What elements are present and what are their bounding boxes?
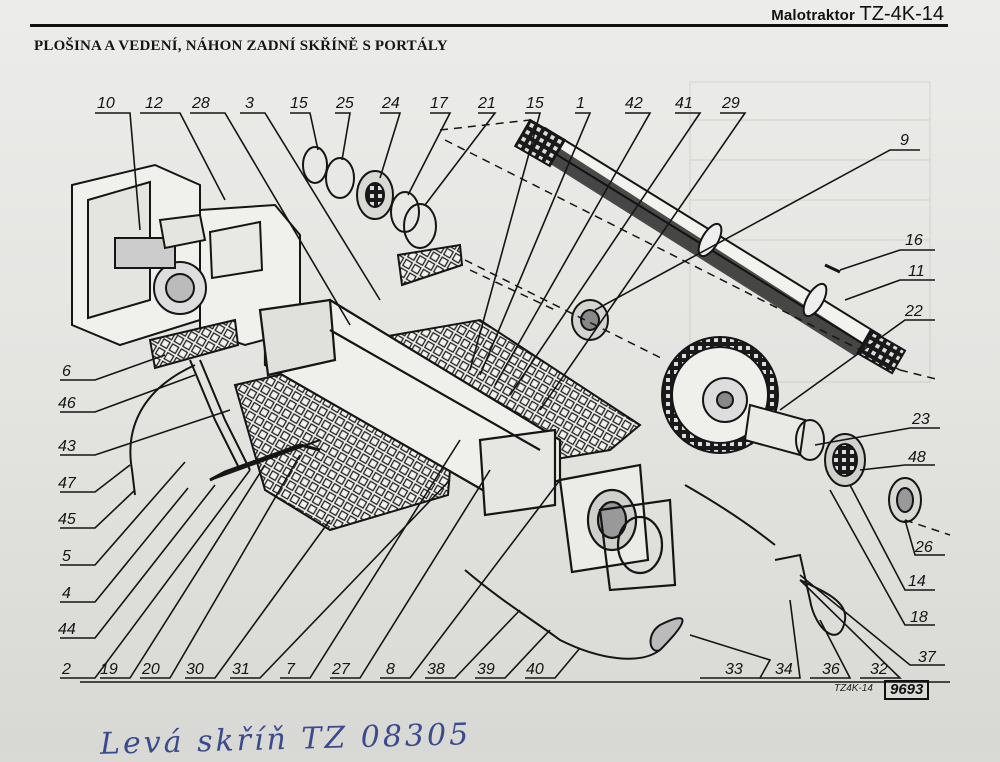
callouts-bottom: 19 20 30 31 7 27 8 38 39 40 33 34 36 32: [100, 661, 888, 678]
callout-6: 6: [62, 363, 71, 380]
callout-18: 18: [910, 609, 928, 626]
callout-11: 11: [908, 263, 925, 280]
cables: [129, 364, 847, 660]
callout-22: 22: [904, 303, 923, 320]
callout-20: 20: [141, 661, 160, 678]
callout-4: 4: [62, 585, 71, 602]
callout-39: 39: [477, 661, 495, 678]
callout-48: 48: [908, 449, 926, 466]
callout-5: 5: [62, 548, 71, 565]
callout-34: 34: [775, 661, 793, 678]
header-rule: [30, 24, 948, 27]
header-brand: Malotraktor TZ-4K-14: [771, 3, 944, 26]
callout-33: 33: [725, 661, 743, 678]
callout-14: 14: [908, 573, 926, 590]
callout-31: 31: [232, 661, 250, 678]
callout-37: 37: [918, 649, 937, 666]
drive-shaft: [513, 118, 907, 375]
callout-47: 47: [58, 475, 77, 492]
callout-10: 10: [97, 95, 115, 112]
callouts-right: 9 16 11 22 23 48 26 14 18 37: [900, 132, 937, 666]
callout-12: 12: [145, 95, 163, 112]
callout-36: 36: [822, 661, 840, 678]
callout-16: 16: [905, 232, 923, 249]
drawing-code: TZ4K-14: [834, 683, 873, 694]
callout-32: 32: [870, 661, 888, 678]
callout-8: 8: [386, 661, 395, 678]
callout-42: 42: [625, 95, 643, 112]
page-title: PLOŠINA A VEDENÍ, NÁHON ZADNÍ SKŘÍNĚ S P…: [34, 38, 448, 54]
callout-21: 21: [477, 95, 496, 112]
callout-19: 19: [100, 661, 118, 678]
callout-15-b: 15: [526, 95, 544, 112]
bearing-assembly: [571, 299, 922, 523]
callout-28: 28: [191, 95, 210, 112]
ring-set: [302, 146, 437, 249]
callout-15-a: 15: [290, 95, 308, 112]
callout-2: 2: [61, 661, 71, 678]
callout-46: 46: [58, 395, 76, 412]
callout-29: 29: [721, 95, 740, 112]
callout-26: 26: [914, 539, 933, 556]
callout-9: 9: [900, 132, 909, 149]
model-code: TZ-4K-14: [859, 3, 944, 25]
callout-17: 17: [430, 95, 449, 112]
callout-38: 38: [427, 661, 445, 678]
leader-lines: [60, 112, 945, 679]
callout-41: 41: [675, 95, 693, 112]
figure-number: 9693: [884, 680, 930, 700]
callout-3: 3: [245, 95, 254, 112]
central-beam: [258, 298, 677, 592]
callout-43: 43: [58, 438, 76, 455]
callout-44: 44: [58, 621, 76, 638]
callouts-top: 10 12 28 3 15 25 24 17 21 15 1 42 41 29: [97, 95, 740, 112]
callout-40: 40: [526, 661, 544, 678]
callout-25: 25: [335, 95, 354, 112]
callout-45: 45: [58, 511, 76, 528]
callout-24: 24: [381, 95, 400, 112]
callout-30: 30: [186, 661, 204, 678]
callout-1: 1: [576, 95, 585, 112]
callout-7: 7: [286, 661, 296, 678]
callout-23: 23: [911, 411, 930, 428]
callouts-left: 6 46 43 47 45 5 4 44 2: [58, 363, 77, 678]
pedal-left: [148, 318, 251, 471]
callout-27: 27: [331, 661, 351, 678]
brand-name: Malotraktor: [771, 7, 856, 24]
